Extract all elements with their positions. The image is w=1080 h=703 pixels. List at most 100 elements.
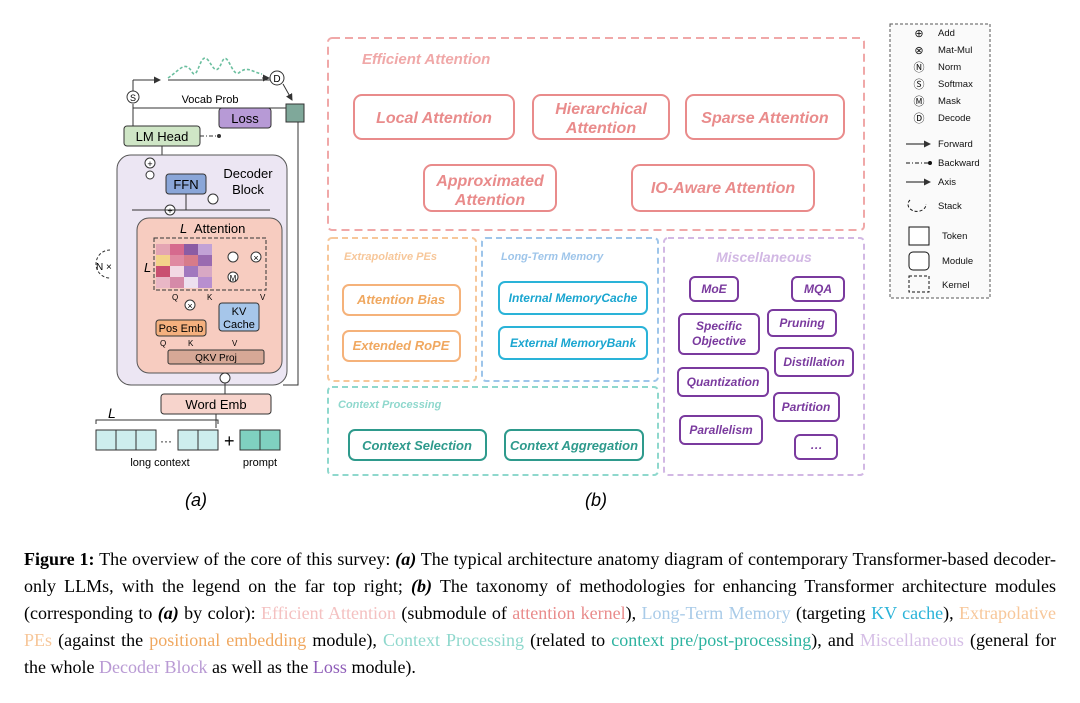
local-attention-box [353,94,515,140]
specific-label: Specific [696,319,742,333]
token-dots: ··· [160,434,172,448]
caption-text: module). [346,657,416,677]
caption-text: (against the [52,630,150,650]
svg-text:M: M [230,274,237,283]
external-memorybank-box [498,326,648,360]
caption-text: (general for the whole [24,630,1056,677]
matmul-icon: ⊗ [914,45,923,57]
attention-L: L [180,221,187,236]
figure-caption: Figure 1: The overview of the core of th… [24,546,1056,681]
legend-mask: Mask [938,96,961,107]
prompt-tokens [239,429,281,451]
legend-decode: Decode [938,113,971,124]
n-times-label: N × [96,262,112,273]
legend-norm: Norm [938,62,961,73]
matmul-symbol-attn [250,251,262,263]
matrix-L: L [144,260,151,275]
legend-add: Add [938,28,955,39]
cache-label: Cache [223,319,255,331]
mqa-box [791,276,845,302]
loss-label: Loss [231,111,259,126]
caption-kv-cache: KV cache [871,603,944,623]
pos-emb-box [155,319,207,337]
plus-sign: + [224,431,235,451]
attention-label: Attention [194,221,245,236]
external-memorybank-label: External MemoryBank [510,336,637,350]
context-selection-box [348,429,487,461]
legend-kernel: Kernel [942,280,969,291]
caption-b: (b) [411,576,433,596]
pruning-label: Pruning [779,316,825,330]
legend-stack: Stack [938,201,962,212]
caption-text: The taxonomy of methodologies for enhanc… [24,576,1057,623]
caption-loss: Loss [312,657,347,677]
long-term-memory-title: Long-Term Memory [501,251,604,263]
k-label-top: K [207,293,213,302]
add-symbol-top [144,157,156,169]
svg-text:×: × [187,301,192,311]
caption-text: (submodule of [396,603,513,623]
caption-efficient-attention: Efficient Attention [260,603,397,623]
internal-memorycache-box [498,281,648,315]
add-icon: ⊕ [914,28,923,40]
caption-text: (targeting [790,603,872,623]
hierarchical-label-1: Hierarchical [555,101,647,118]
legend-matmul: Mat-Mul [938,45,972,56]
attention-bias-label: Attention Bias [356,292,445,307]
moe-label: MoE [701,282,727,296]
caption-text: ), and [811,630,860,650]
legend-axis: Axis [938,177,956,188]
legend-softmax: Softmax [938,79,973,90]
specific-objective-box [678,313,760,355]
svg-text:+: + [147,159,152,169]
caption-positional-embedding: positional embedding [149,630,307,650]
taxonomy-diagram: Efficient Attention Local Attention Hier… [327,37,865,510]
q-label-top: Q [172,293,178,302]
partition-label: Partition [782,400,831,414]
miscellaneous-group [663,237,865,476]
parallelism-label: Parallelism [689,423,753,437]
legend-module: Module [942,256,973,267]
norm-symbol-bottom [219,372,231,384]
kv-cache-box [218,302,260,332]
context-aggregation-label: Context Aggregation [510,438,638,453]
qkv-proj-label: QKV Proj [195,353,237,364]
caption-figure-label: Figure 1: [24,549,95,569]
context-processing-group [327,386,659,476]
extrapolative-title: Extrapolative PEs [344,251,437,263]
caption-a: (a) [157,603,179,623]
matmul-symbol-qk [184,299,196,311]
internal-memorycache-label: Internal MemoryCache [509,291,638,305]
architecture-diagram: D S Vocab Prob Loss LM Head Decoder Bloc… [95,57,305,510]
svg-text:+: + [167,206,172,216]
caption-text: (related to [524,630,612,650]
figure-diagram: D S Vocab Prob Loss LM Head Decoder Bloc… [95,23,991,510]
approximated-label-2: Attention [454,192,525,209]
more-label: ··· [810,441,822,455]
panel-b-label: (b) [585,490,607,510]
svg-text:D: D [273,74,280,85]
q-label-bottom: Q [160,339,166,348]
output-token [285,103,305,123]
norm-symbol-ffn [207,193,219,205]
panel-a-label: (a) [185,490,207,510]
extrapolative-pes-group [327,237,477,382]
attention-matrix [156,244,212,288]
caption-miscellaneous: Miscellaneous [859,630,964,650]
decoder-label: Decoder [223,166,273,181]
approximated-attention-box [423,164,557,212]
long-context-tokens [95,429,219,451]
caption-text: as well as the [207,657,313,677]
stack-loop [95,249,111,279]
decode-icon: Ⓓ [914,112,925,125]
pos-emb-label: Pos Emb [159,323,204,335]
softmax-symbol [126,90,140,104]
legend-token: Token [942,231,967,242]
norm-icon: Ⓝ [914,61,925,74]
quantization-box [677,367,769,397]
legend-forward: Forward [938,139,973,150]
sparse-attention-box [685,94,845,140]
approximated-label-1: Approximated [435,173,545,190]
norm-symbol-top [145,170,155,180]
